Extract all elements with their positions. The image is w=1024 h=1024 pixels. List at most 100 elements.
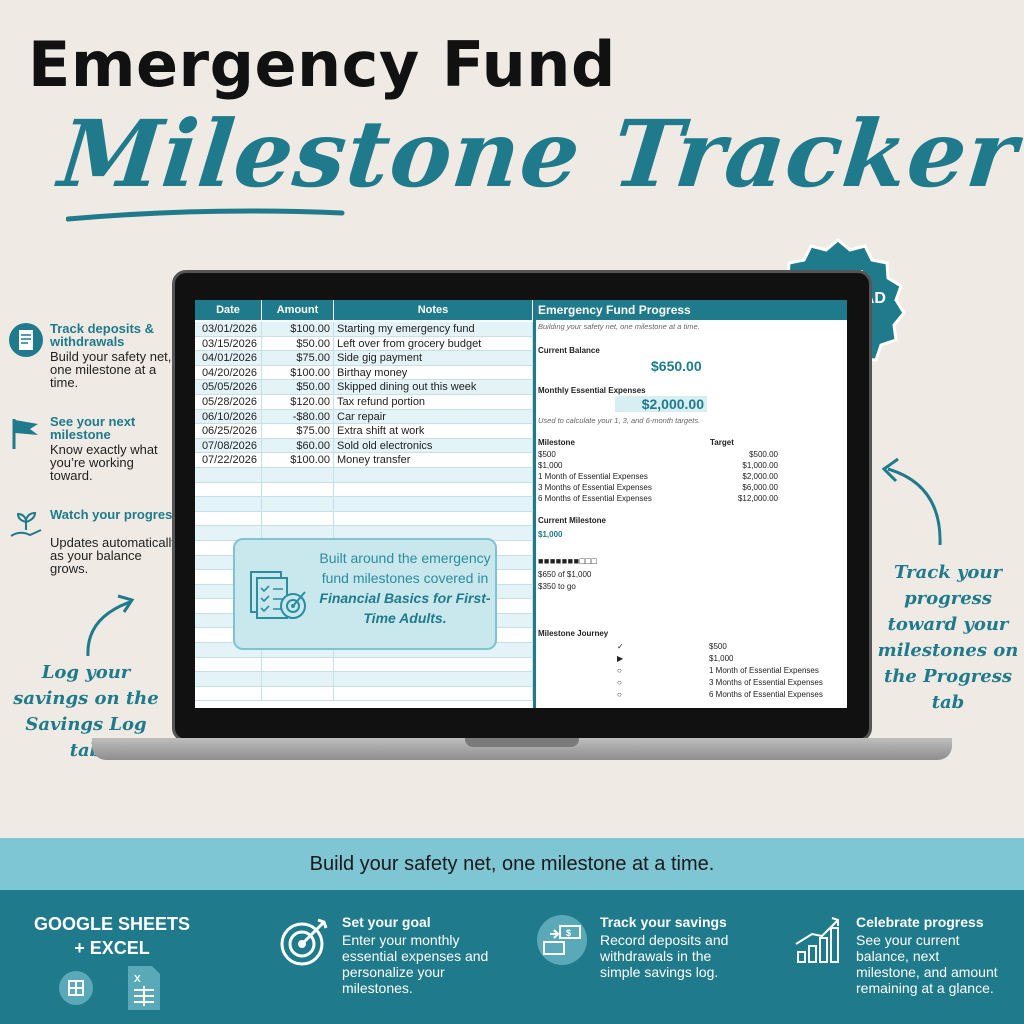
notes-cell[interactable] [334,643,533,657]
progress-subtitle: Building your safety net, one milestone … [538,322,700,331]
amount-cell[interactable] [262,482,334,497]
table-row[interactable] [195,467,533,483]
amount-cell[interactable]: $120.00 [262,394,334,409]
monthly-expenses-note: Used to calculate your 1, 3, and 6-month… [538,416,701,425]
notes-cell[interactable] [334,613,533,628]
notes-cell[interactable]: Skipped dining out this week [334,380,533,394]
date-cell[interactable] [195,672,262,686]
date-cell[interactable] [195,482,262,497]
date-cell[interactable]: 05/28/2026 [195,394,262,409]
amount-cell[interactable] [262,511,334,526]
notes-cell[interactable] [334,570,533,584]
notes-cell[interactable] [334,555,533,570]
amount-cell[interactable]: $100.00 [262,322,334,336]
checklist-target-icon [250,571,306,619]
date-cell[interactable]: 04/01/2026 [195,351,262,365]
date-cell[interactable]: 07/08/2026 [195,438,262,453]
amount-cell[interactable]: $50.00 [262,380,334,394]
journey-milestone: 6 Months of Essential Expenses [709,690,823,699]
notes-cell[interactable] [334,526,533,540]
notes-cell[interactable]: Tax refund portion [334,394,533,409]
notes-cell[interactable]: Car repair [334,409,533,424]
amount-cell[interactable]: -$80.00 [262,409,334,424]
table-row[interactable] [195,657,533,673]
col-header-amount: Amount [262,300,334,320]
notes-cell[interactable] [334,599,533,613]
amount-cell[interactable] [262,672,334,686]
notes-cell[interactable] [334,628,533,643]
table-row[interactable] [195,497,533,512]
date-cell[interactable] [195,686,262,701]
notes-cell[interactable]: Sold old electronics [334,438,533,453]
notes-cell[interactable] [334,467,533,482]
amount-cell[interactable] [262,497,334,511]
notes-cell[interactable]: Money transfer [334,453,533,467]
milestone-row: 3 Months of Essential Expenses$6,000.00 [538,483,778,492]
callout-text: Built around the emergency fund mileston… [319,550,491,586]
feature-heading: Track deposits & withdrawals [50,321,155,349]
notes-cell[interactable] [334,511,533,526]
amount-cell[interactable]: $50.00 [262,336,334,351]
date-cell[interactable] [195,526,262,540]
date-cell[interactable]: 06/10/2026 [195,409,262,424]
journey-milestone: 1 Month of Essential Expenses [709,666,819,675]
amount-cell[interactable]: $75.00 [262,351,334,365]
feature-watch-progress: Watch your progress Updates automaticall… [8,508,180,588]
feature-set-goal: Set your goal Enter your monthly essenti… [278,914,508,1014]
journey-milestone: 3 Months of Essential Expenses [709,678,823,687]
notes-cell[interactable] [334,482,533,497]
notes-cell[interactable] [334,540,533,555]
table-row[interactable] [195,482,533,498]
amount-cell[interactable] [262,526,334,540]
monthly-expenses-value[interactable]: $2,000.00 [615,396,707,412]
amount-cell[interactable] [262,467,334,482]
notes-cell[interactable] [334,657,533,672]
table-row[interactable] [195,672,533,687]
current-balance-value: $650.00 [651,358,702,374]
date-cell[interactable]: 03/15/2026 [195,336,262,351]
notes-cell[interactable]: Left over from grocery budget [334,336,533,351]
notes-cell[interactable]: Birthay money [334,365,533,380]
arrow-left-annotation [86,594,135,657]
excel-icon: X [128,966,160,1010]
title-underline [66,208,345,222]
table-row[interactable] [195,511,533,527]
amount-cell[interactable]: $75.00 [262,424,334,438]
date-cell[interactable]: 03/01/2026 [195,322,262,336]
date-cell[interactable] [195,467,262,482]
date-cell[interactable]: 07/22/2026 [195,453,262,467]
date-cell[interactable] [195,657,262,672]
notes-cell[interactable] [334,686,533,701]
notes-cell[interactable] [334,584,533,599]
progress-title: Emergency Fund Progress [535,300,847,320]
notes-cell[interactable]: Extra shift at work [334,424,533,438]
platform-line1: GOOGLE SHEETS [33,914,191,934]
table-row[interactable] [195,686,533,702]
notes-cell[interactable] [334,672,533,686]
notes-cell[interactable]: Starting my emergency fund [334,322,533,336]
date-cell[interactable]: 04/20/2026 [195,365,262,380]
plant-in-hand-icon [10,511,42,537]
amount-cell[interactable]: $60.00 [262,438,334,453]
amount-cell[interactable]: $100.00 [262,453,334,467]
date-cell[interactable]: 05/05/2026 [195,380,262,394]
date-cell[interactable]: 06/25/2026 [195,424,262,438]
notes-cell[interactable]: Side gig payment [334,351,533,365]
amount-cell[interactable] [262,686,334,701]
amount-cell[interactable]: $100.00 [262,365,334,380]
amount-cell[interactable] [262,657,334,672]
date-cell[interactable] [195,511,262,526]
journey-milestone: $500 [709,642,727,651]
notes-cell[interactable] [334,497,533,511]
date-cell[interactable] [195,497,262,511]
